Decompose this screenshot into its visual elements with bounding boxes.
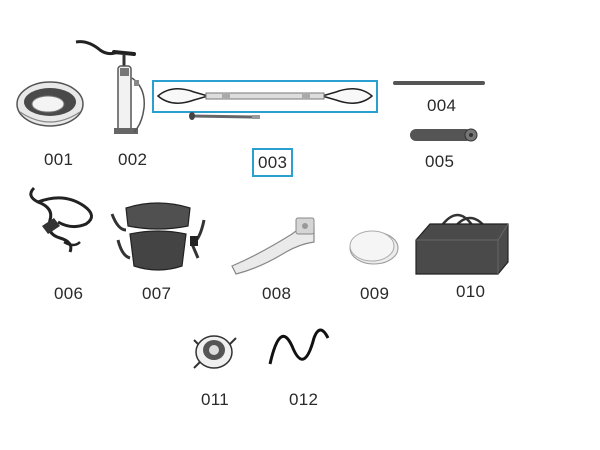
seat-with-straps-icon [110,202,206,271]
part-003-highlight [152,80,378,113]
part-code-006: 006 [54,284,84,303]
paddle-icon [156,88,374,120]
part-code-002: 002 [118,150,148,169]
part-code-008: 008 [262,284,292,303]
part-009[interactable]: 009 [348,228,400,304]
bungee-cord-icon [268,328,330,365]
part-code-004: 004 [427,96,457,115]
part-code-010: 010 [456,282,486,301]
part-code-009: 009 [360,284,390,303]
valve-icon [193,335,237,369]
part-003[interactable]: 003 [152,80,378,178]
part-007[interactable]: 007 [108,200,208,304]
part-002[interactable]: 002 [74,38,154,169]
rod-icon [393,81,485,85]
part-006[interactable]: 006 [24,182,100,303]
part-004[interactable]: 004 [392,78,488,118]
part-code-007: 007 [142,284,172,303]
repair-patch-icon [349,230,399,265]
leash-strap-icon [29,186,93,253]
kayak-seat-cushion-icon [16,81,84,127]
part-code-001: 001 [44,150,74,169]
part-code-011: 011 [201,390,230,409]
part-code-003: 003 [252,148,294,177]
part-code-005: 005 [425,152,455,171]
part-code-012: 012 [289,390,319,409]
part-005[interactable]: 005 [408,128,480,174]
fin-icon [231,217,315,275]
part-010[interactable]: 010 [412,206,512,302]
part-012[interactable]: 012 [268,326,330,410]
part-001[interactable]: 001 [14,76,86,169]
hand-pump-icon [75,40,145,134]
part-008[interactable]: 008 [230,214,322,304]
part-011[interactable]: 011 [192,330,242,410]
carry-bag-icon [415,213,509,275]
rolled-mat-icon [410,128,478,142]
